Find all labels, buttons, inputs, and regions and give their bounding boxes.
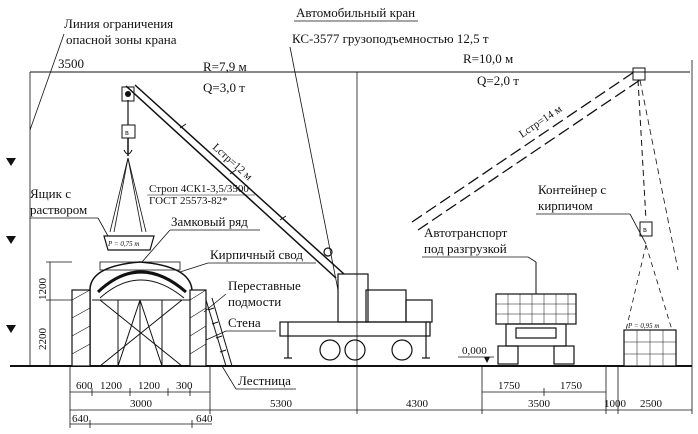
svg-text:5300: 5300 [270,398,293,410]
crane-load-right: Q=2,0 т [477,73,519,88]
brick-vault-label: Кирпичный свод [179,247,316,273]
dims-row3: 640 640 [72,413,213,425]
svg-text:КС-3577 грузоподъемностью 12,5: КС-3577 грузоподъемностью 12,5 т [292,31,489,46]
crane-boom-right [411,71,641,231]
svg-text:P = 0,75 т: P = 0,75 т [107,240,139,248]
svg-text:3500: 3500 [528,398,551,410]
svg-text:600: 600 [76,380,93,392]
svg-text:Замковый ряд: Замковый ряд [171,214,248,229]
svg-text:2500: 2500 [640,398,663,410]
svg-text:Строп 4СК1-3,5/3500: Строп 4СК1-3,5/3500 [149,183,249,195]
dim-vertical-2200: 2200 [37,328,49,351]
crane-radius-right: R=10,0 м [463,51,513,66]
svg-text:640: 640 [72,413,89,425]
keystone-row-label: Замковый ряд [141,214,260,263]
svg-text:Лестница: Лестница [238,373,291,388]
svg-text:раствором: раствором [30,202,87,217]
svg-text:Ящик с: Ящик с [30,186,71,201]
mortar-box: P = 0,75 т [103,235,155,251]
svg-text:Кирпичный свод: Кирпичный свод [210,247,303,262]
svg-text:в: в [125,128,129,137]
delivery-truck [495,262,577,365]
container-sling [625,244,673,331]
svg-text:4300: 4300 [406,398,429,410]
svg-text:1200: 1200 [100,380,123,392]
movable-scaffold-label: Переставные подмости [203,278,301,313]
svg-text:300: 300 [176,380,193,392]
svg-text:Автомобильный кран: Автомобильный кран [296,5,415,20]
svg-text:1200: 1200 [138,380,161,392]
svg-text:в: в [643,225,647,234]
mortar-box-sling [109,157,147,233]
mortar-box-label: Ящик с раствором [30,186,109,237]
hook-left: в [121,100,136,156]
svg-text:опасной зоны крана: опасной зоны крана [66,32,177,47]
svg-text:Переставные: Переставные [228,278,301,293]
svg-text:3000: 3000 [130,398,153,410]
svg-text:1750: 1750 [560,380,583,392]
ground-level-marker: 0,000 [458,345,494,363]
crane-load-left: Q=3,0 т [203,80,245,95]
brick-container: P = 0,95 т [623,322,677,367]
ladder-right [205,297,233,367]
dim-top-left: 3500 [58,56,84,71]
crane-radius-left: R=7,9 м [203,59,247,74]
left-wall [71,289,91,367]
svg-text:подмости: подмости [228,294,281,309]
dims-row1: 600 1200 1200 300 1750 1750 [76,380,583,392]
svg-text:Автотранспорт: Автотранспорт [424,225,508,240]
wall-label: Стена [205,315,276,341]
svg-text:под разгрузкой: под разгрузкой [424,241,507,256]
svg-text:кирпичом: кирпичом [538,198,593,213]
svg-text:Линия ограничения: Линия ограничения [64,16,173,31]
svg-text:1000: 1000 [604,398,627,410]
dims-row2: 3000 5300 4300 3500 1000 2500 [130,398,663,410]
sling-label: Строп 4СК1-3,5/3500 ГОСТ 25573-82* [147,183,255,207]
boom-length-left: Lстр=12 м [210,141,254,183]
vertical-dimensions [46,261,72,367]
axis-lines [29,60,693,366]
dim-vertical-1200: 1200 [37,278,49,301]
right-wall [189,289,207,367]
hook-right: в [632,67,679,271]
truck-crane-label: Автомобильный кран КС-3577 грузоподъемно… [289,5,489,291]
svg-text:640: 640 [196,413,213,425]
svg-text:0,000: 0,000 [462,345,487,357]
svg-text:1750: 1750 [498,380,521,392]
crane-boom-left [121,84,345,279]
svg-text:P = 0,95 т: P = 0,95 т [627,322,659,330]
svg-text:Стена: Стена [228,315,261,330]
danger-zone-label: Линия ограничения опасной зоны крана [29,16,177,131]
crane-vehicle [279,273,433,361]
ladder-label: Лестница [221,365,296,390]
svg-text:ГОСТ 25573-82*: ГОСТ 25573-82* [149,195,228,207]
svg-text:Контейнер с: Контейнер с [538,182,606,197]
level-markers [6,158,16,333]
bottom-dimension-lines [69,366,693,428]
vault-structure [89,261,193,367]
brick-container-label: Контейнер с кирпичом [536,182,647,245]
truck-label: Автотранспорт под разгрузкой [422,225,537,263]
